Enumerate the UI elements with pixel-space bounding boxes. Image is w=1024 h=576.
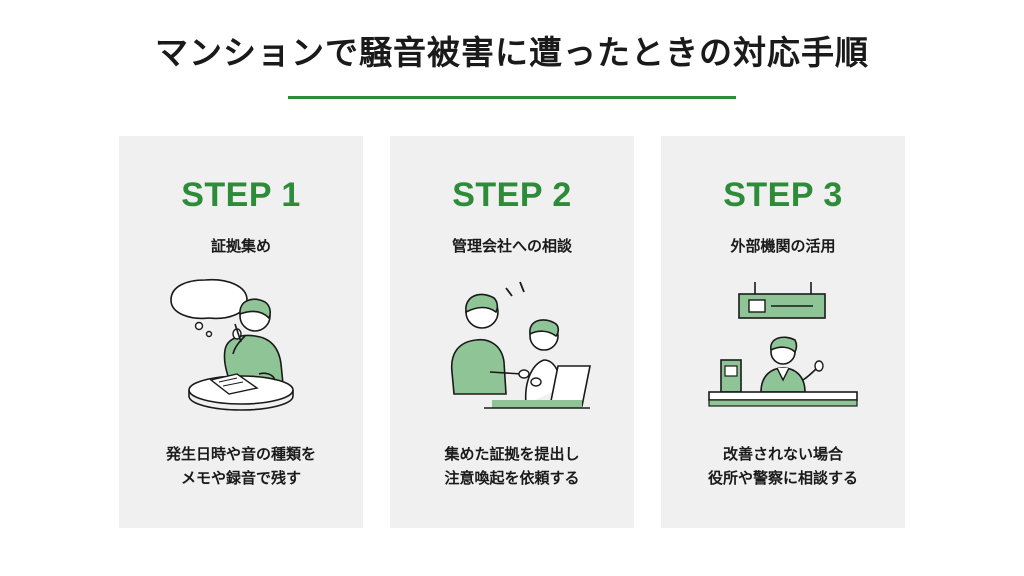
step-subtitle: 証拠集め — [210, 237, 271, 255]
step-subtitle: 外部機関の活用 — [730, 237, 836, 255]
step-card-1: STEP 1 証拠集め 発生日時や音の種類を メモや録音で残す — [119, 136, 363, 528]
step-label: STEP 2 — [452, 176, 572, 214]
step-card-3: STEP 3 外部機関の活用 改善されない場合 役所や警察に相談する — [661, 136, 905, 528]
step-description: 集めた証拠を提出し 注意喚起を依頼する — [444, 445, 580, 487]
step-card-2: STEP 2 管理会社への相談 集めた証拠を提出し 注意喚起を依頼する — [390, 136, 634, 528]
office-counter-clerk-icon — [708, 282, 858, 407]
title-underline — [288, 96, 736, 99]
step-label: STEP 1 — [181, 176, 301, 214]
person-thinking-writing-notes-icon — [170, 278, 294, 411]
page-title: マンションで騒音被害に遭ったときの対応手順 — [155, 33, 869, 72]
step-subtitle: 管理会社への相談 — [451, 237, 572, 255]
two-people-consultation-icon — [450, 281, 591, 409]
step-description: 改善されない場合 役所や警察に相談する — [707, 445, 858, 487]
step-label: STEP 3 — [723, 176, 843, 214]
step-description: 発生日時や音の種類を メモや録音で残す — [165, 445, 316, 487]
